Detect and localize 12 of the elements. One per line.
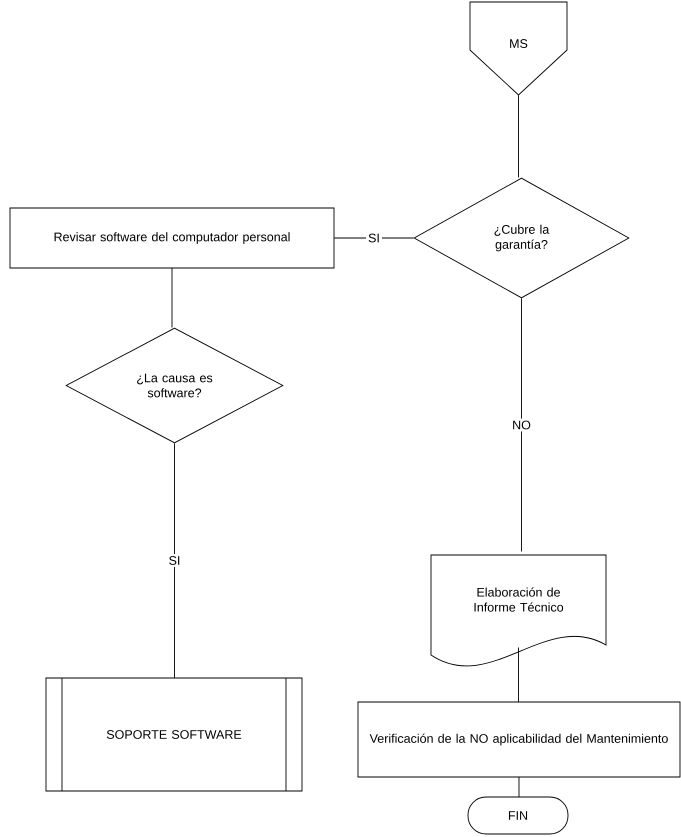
process-box: Verificación de la NO aplicabilidad del Mantenimiento xyxy=(358,702,680,778)
connector-line xyxy=(518,95,519,178)
edge-label: SI xyxy=(366,232,382,244)
connector-line xyxy=(518,647,519,702)
process-box: Revisar software del computador personal xyxy=(10,208,334,268)
connector-line xyxy=(521,298,522,552)
connector-line xyxy=(518,777,520,797)
predefined-process-box: SOPORTE SOFTWARE xyxy=(46,678,302,792)
edge-label: SI xyxy=(166,554,182,567)
edge-label: NO xyxy=(510,418,533,432)
connector-line xyxy=(174,443,175,678)
off-page-connector: MS xyxy=(470,2,568,96)
